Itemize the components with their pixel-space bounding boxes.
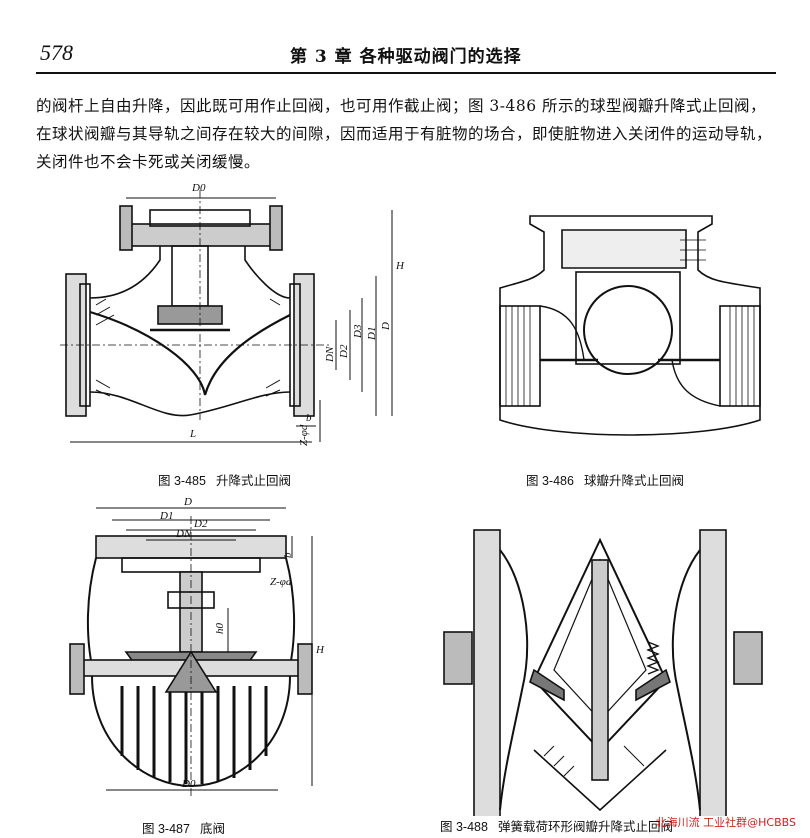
dim-l: L (190, 428, 197, 440)
figure-3-485-caption: 图 3-485 升降式止回阀 (158, 470, 291, 489)
dim-h: H (396, 260, 404, 272)
body-paragraph: 的阀杆上自由升降，因此既可用作止回阀，也可用作截止阀；图 3-486 所示的球型… (36, 92, 780, 176)
dim-h0: h0 (214, 623, 226, 634)
figure-3-486: 图 3-486 球瓣升降式止回阀 (480, 210, 780, 490)
figure-caption: 球瓣升降式止回阀 (583, 473, 684, 488)
dim-zd: Z-φd (270, 576, 292, 588)
figure-3-488-drawing (443, 529, 763, 816)
figure-3-487: D D1 D2 DN b Z-φd h0 H D0 图 3-487 底阀 (56, 496, 356, 838)
figure-3-486-caption: 图 3-486 球瓣升降式止回阀 (526, 470, 684, 489)
dim-d0: D0 (182, 778, 196, 790)
page-header: 578 第 3 章 各种驱动阀门的选择 (0, 0, 810, 78)
figure-3-485: D0 H DN D2 D3 D1 D Z-φd b L 图 3-485 升降式止回… (40, 180, 430, 490)
dim-dn: DN (176, 528, 192, 540)
dim-dn: DN (324, 346, 336, 362)
dim-d0: D0 (192, 182, 206, 194)
dim-h: H (316, 644, 324, 656)
dim-d2: D2 (338, 344, 350, 358)
dim-d2: D2 (194, 518, 208, 530)
figure-3-485-drawing (60, 190, 393, 443)
figure-3-487-caption: 图 3-487 底阀 (142, 818, 225, 837)
chapter-title: 第 3 章 各种驱动阀门的选择 (290, 47, 522, 67)
figure-id: 图 3-488 (440, 820, 488, 834)
header-rule (36, 72, 776, 74)
figure-3-486-drawing (499, 215, 761, 436)
dim-d1: D1 (366, 326, 378, 340)
figure-id: 图 3-485 (158, 474, 206, 488)
figure-3-488: 图 3-488 弹簧载荷环形阀瓣升降式止回阀 (434, 520, 784, 838)
paragraph-text: 的阀杆上自由升降，因此既可用作止回阀，也可用作截止阀；图 3-486 所示的球型… (36, 97, 773, 171)
figure-id: 图 3-486 (526, 474, 574, 488)
dim-b: b (306, 412, 312, 424)
figure-caption: 弹簧载荷环形阀瓣升降式止回阀 (497, 819, 673, 834)
dim-d: D (380, 322, 392, 330)
dim-b: b (282, 552, 294, 559)
watermark: 北海川流 工业社群@HCBBS (655, 816, 796, 829)
dim-d1: D1 (160, 510, 174, 522)
page-number: 578 (40, 40, 73, 65)
figure-caption: 底阀 (199, 821, 225, 836)
dim-d: D (184, 496, 192, 508)
figure-3-487-drawing (69, 507, 313, 796)
figure-id: 图 3-487 (142, 822, 190, 836)
dim-zd: Z-φd (298, 424, 310, 446)
figure-3-488-caption: 图 3-488 弹簧载荷环形阀瓣升降式止回阀 (440, 816, 673, 835)
figure-caption: 升降式止回阀 (215, 473, 291, 488)
dim-d3: D3 (352, 324, 364, 338)
